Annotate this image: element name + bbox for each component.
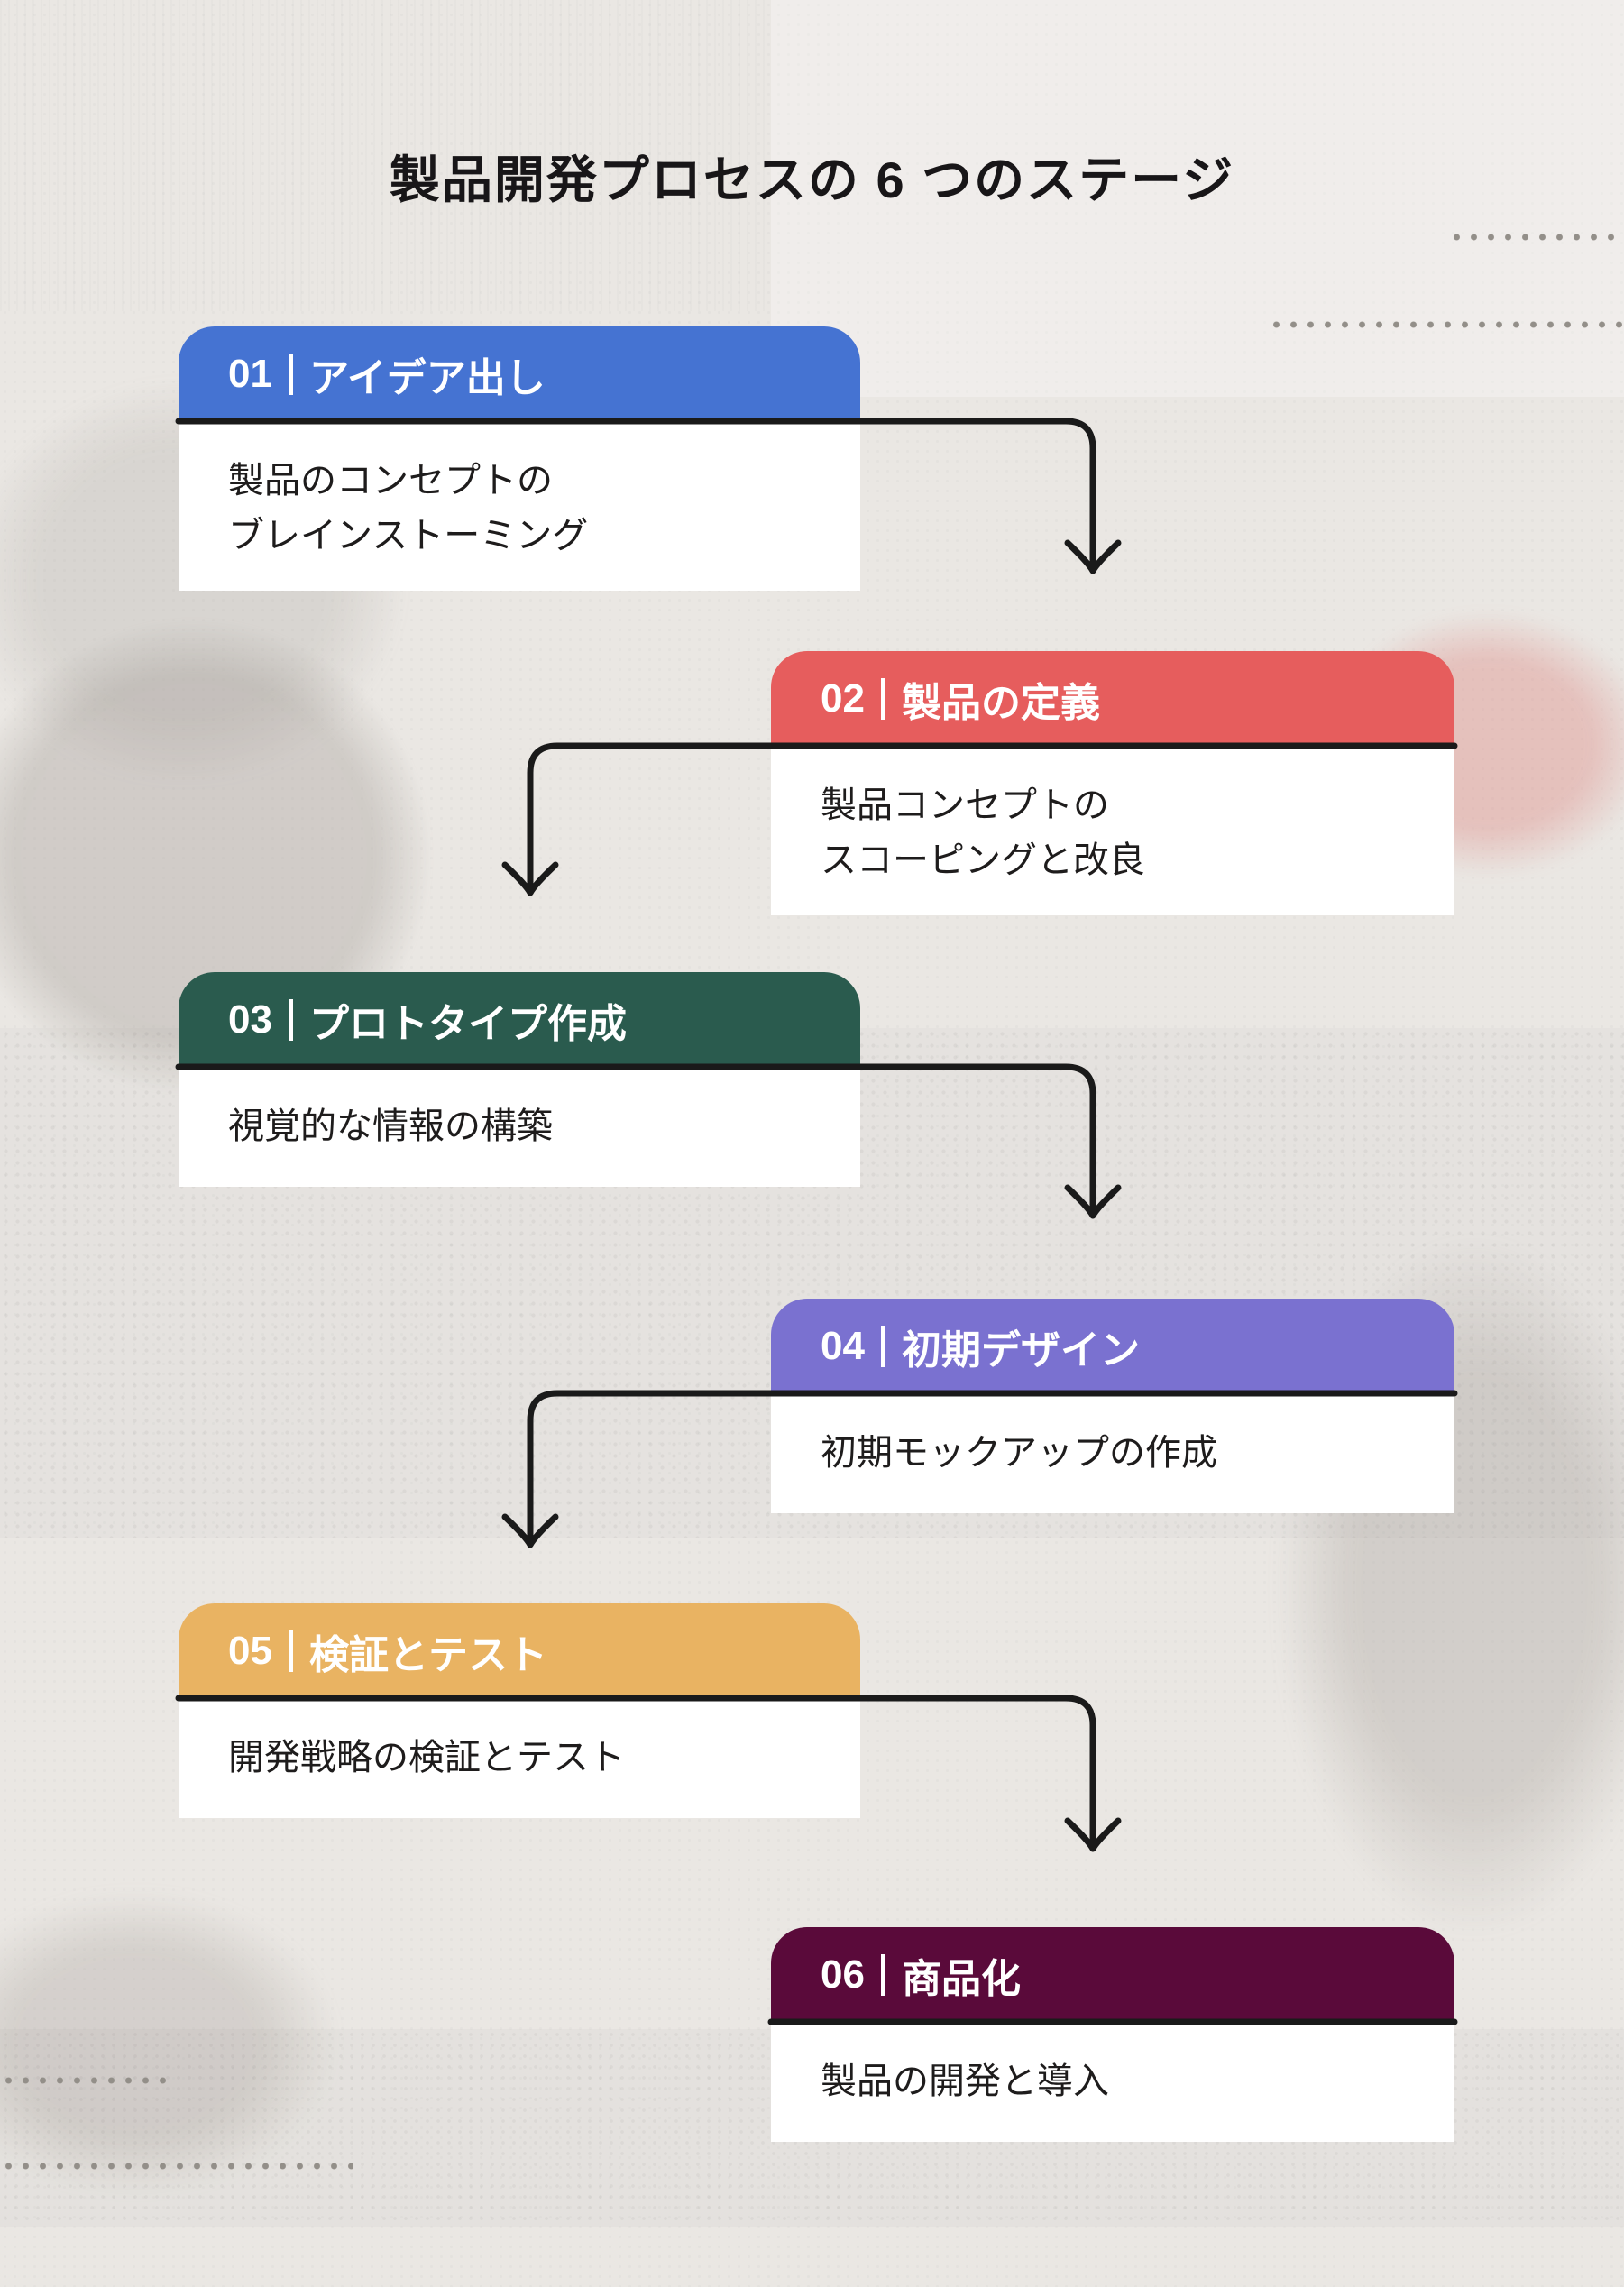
dotted-row-bottom-left-1 — [0, 2076, 173, 2085]
stage-card-01: 01 アイデア出し 製品のコンセプトの ブレインストーミング — [179, 326, 860, 591]
stage-03-description: 視覚的な情報の構築 — [179, 1067, 860, 1187]
stage-02-description: 製品コンセプトの スコーピングと改良 — [771, 746, 1454, 915]
stage-title: 製品の定義 — [901, 680, 1100, 725]
description-line: 初期モックアップの作成 — [821, 1433, 1217, 1473]
dotted-row-bottom-left-2 — [0, 2162, 353, 2171]
description-line: ブレインストーミング — [228, 516, 589, 556]
description-line: 製品のコンセプトの — [228, 461, 553, 501]
dotted-row-top-right-2 — [1268, 320, 1624, 329]
stage-06-description: 製品の開発と導入 — [771, 2022, 1454, 2142]
stage-02-header: 02 製品の定義 — [771, 651, 1454, 746]
stage-separator-bar — [880, 1325, 885, 1367]
stage-05-header: 05 検証とテスト — [179, 1603, 860, 1698]
stage-card-04: 04 初期デザイン 初期モックアップの作成 — [771, 1299, 1454, 1513]
description-line: 製品コンセプトの — [821, 785, 1109, 825]
stage-separator-bar — [288, 353, 293, 395]
stage-number: 03 — [228, 997, 272, 1042]
stage-card-03: 03 プロトタイプ作成 視覚的な情報の構築 — [179, 972, 860, 1187]
marble-texture-bottom-left — [0, 1894, 334, 2191]
stage-title: プロトタイプ作成 — [308, 1001, 627, 1046]
page-title: 製品開発プロセスの 6 つのステージ — [389, 152, 1235, 208]
description-line: 製品の開発と導入 — [821, 2062, 1109, 2101]
stage-separator-bar — [880, 1953, 885, 1996]
stage-04-header: 04 初期デザイン — [771, 1299, 1454, 1393]
description-line: 開発戦略の検証とテスト — [228, 1738, 625, 1777]
stage-separator-bar — [288, 998, 293, 1041]
stage-title: アイデア出し — [308, 355, 546, 400]
stage-title: 商品化 — [901, 1956, 1021, 2001]
dotted-row-top-right-1 — [1448, 233, 1624, 242]
stage-number: 04 — [821, 1323, 865, 1368]
stage-01-header: 01 アイデア出し — [179, 326, 860, 421]
stage-number: 02 — [821, 675, 865, 721]
stage-separator-bar — [288, 1630, 293, 1672]
stage-separator-bar — [880, 677, 885, 720]
stage-05-description: 開発戦略の検証とテスト — [179, 1698, 860, 1818]
stage-card-05: 05 検証とテスト 開発戦略の検証とテスト — [179, 1603, 860, 1818]
stage-card-02: 02 製品の定義 製品コンセプトの スコーピングと改良 — [771, 651, 1454, 915]
description-line: スコーピングと改良 — [821, 840, 1145, 880]
stage-title: 初期デザイン — [901, 1327, 1140, 1373]
stage-number: 05 — [228, 1628, 272, 1673]
description-line: 視覚的な情報の構築 — [228, 1107, 553, 1146]
stage-number: 06 — [821, 1952, 865, 1997]
stage-06-header: 06 商品化 — [771, 1927, 1454, 2022]
stage-title: 検証とテスト — [308, 1632, 547, 1677]
stage-03-header: 03 プロトタイプ作成 — [179, 972, 860, 1067]
stage-card-06: 06 商品化 製品の開発と導入 — [771, 1927, 1454, 2142]
stage-04-description: 初期モックアップの作成 — [771, 1393, 1454, 1513]
stage-number: 01 — [228, 351, 272, 396]
stage-01-description: 製品のコンセプトの ブレインストーミング — [179, 421, 860, 591]
